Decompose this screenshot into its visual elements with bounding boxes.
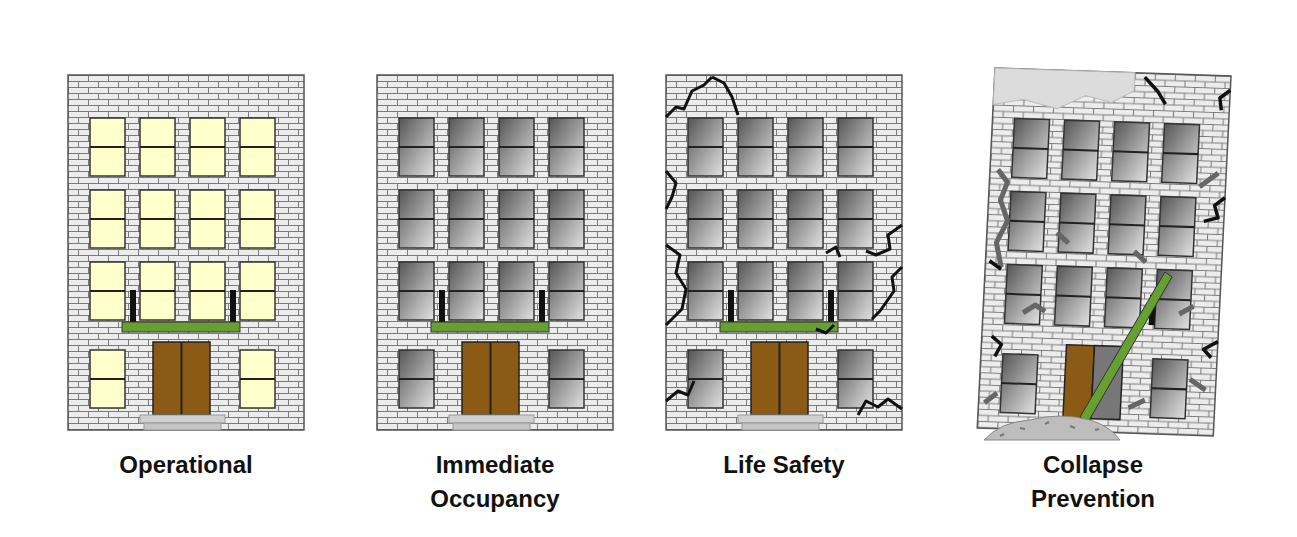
caption-label: Operational [91, 448, 281, 482]
brick-wall [977, 68, 1231, 436]
brick-wall [666, 75, 902, 430]
wall-cracks [985, 72, 1231, 364]
rubble-pile [984, 416, 1120, 440]
wall-cracks [666, 77, 902, 415]
operational-building [68, 75, 304, 430]
rubble-stones [1000, 422, 1099, 436]
collapse-prevention-building [977, 68, 1231, 436]
fallen-canopy [1080, 272, 1172, 422]
wall-cracks [985, 166, 1219, 411]
brick-wall [68, 75, 304, 430]
brick-wall [377, 75, 613, 430]
dark-windows [1000, 118, 1200, 418]
entrance [431, 290, 549, 430]
caption-label: Life Safety [689, 448, 879, 482]
immediate-occupancy-building [377, 75, 613, 430]
life-safety-building [666, 75, 902, 430]
caption-label: Immediate Occupancy [405, 448, 585, 516]
entrance [122, 290, 240, 430]
missing-roof [993, 68, 1135, 111]
caption-label: Collapse Prevention [1003, 448, 1183, 516]
entrance [720, 290, 838, 430]
